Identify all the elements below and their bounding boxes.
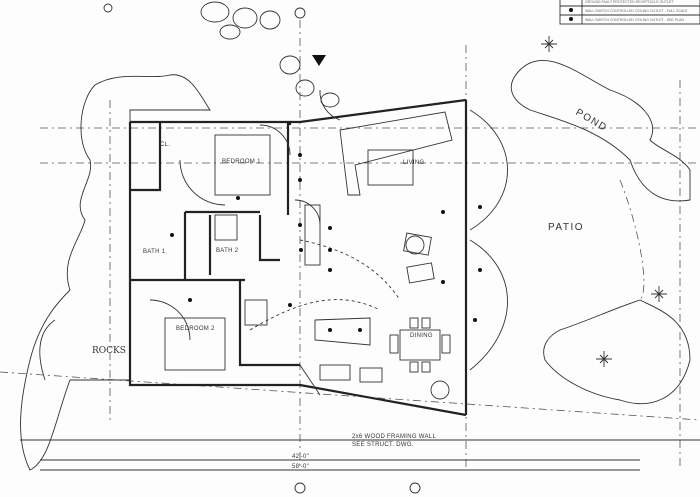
dimension-label: 58'-0" [292, 464, 309, 470]
rocks-outline [20, 74, 211, 471]
pond-outline [510, 59, 691, 202]
room-label-bedroom-1: BEDROOM 1 [222, 159, 261, 165]
armchair [406, 262, 435, 284]
bed-1 [214, 134, 271, 196]
room-label-closet: CL. [160, 142, 170, 148]
patio-planter-outline [543, 299, 691, 404]
legend-item: WALL SWITCH CONTROLLED CEILING OUTLET - … [585, 9, 688, 13]
legend-outlet-icon [569, 8, 573, 12]
room-label-rocks: ROCKS [92, 346, 126, 356]
sofa [339, 111, 453, 196]
kitchen-island [314, 317, 371, 346]
electrical-outlets [170, 153, 482, 332]
bed-2 [164, 317, 226, 371]
room-label-pond: POND [574, 107, 610, 134]
room-label-patio: PATIO [548, 222, 584, 233]
room-label-living: LIVING [403, 160, 425, 166]
legend: GROUND FAULT PROTECTED RECEPTACLE OUTLET… [559, 0, 700, 25]
legend-item: WALL SWITCH CONTROLLED CEILING OUTLET - … [585, 18, 684, 22]
furniture [164, 111, 453, 400]
coffee-table [367, 149, 414, 186]
leader-line [299, 364, 321, 396]
dining-table [399, 329, 441, 361]
armchair [403, 232, 432, 256]
door-swings [149, 89, 508, 371]
legend-ceiling-outlet-icon [569, 17, 573, 21]
room-label-dining: DINING [410, 333, 433, 339]
room-label-bath-1: BATH 1 [143, 249, 166, 255]
room-label-bath-2: BATH 2 [216, 248, 239, 254]
grid-lines [0, 20, 700, 471]
boulders [200, 1, 340, 108]
dimension-label: 42'-0" [292, 454, 309, 460]
room-label-bedroom-2: BEDROOM 2 [176, 326, 215, 332]
house-walls [128, 98, 468, 417]
wall-note-line-2: SEE STRUCT. DWG. [352, 442, 414, 448]
wall-note-line-1: 2x6 WOOD FRAMING WALL [352, 434, 436, 440]
legend-item: GROUND FAULT PROTECTED RECEPTACLE OUTLET [585, 0, 674, 4]
section-marker-icon [103, 3, 421, 494]
plant-symbols [541, 36, 667, 367]
north-arrow-icon [312, 55, 326, 66]
